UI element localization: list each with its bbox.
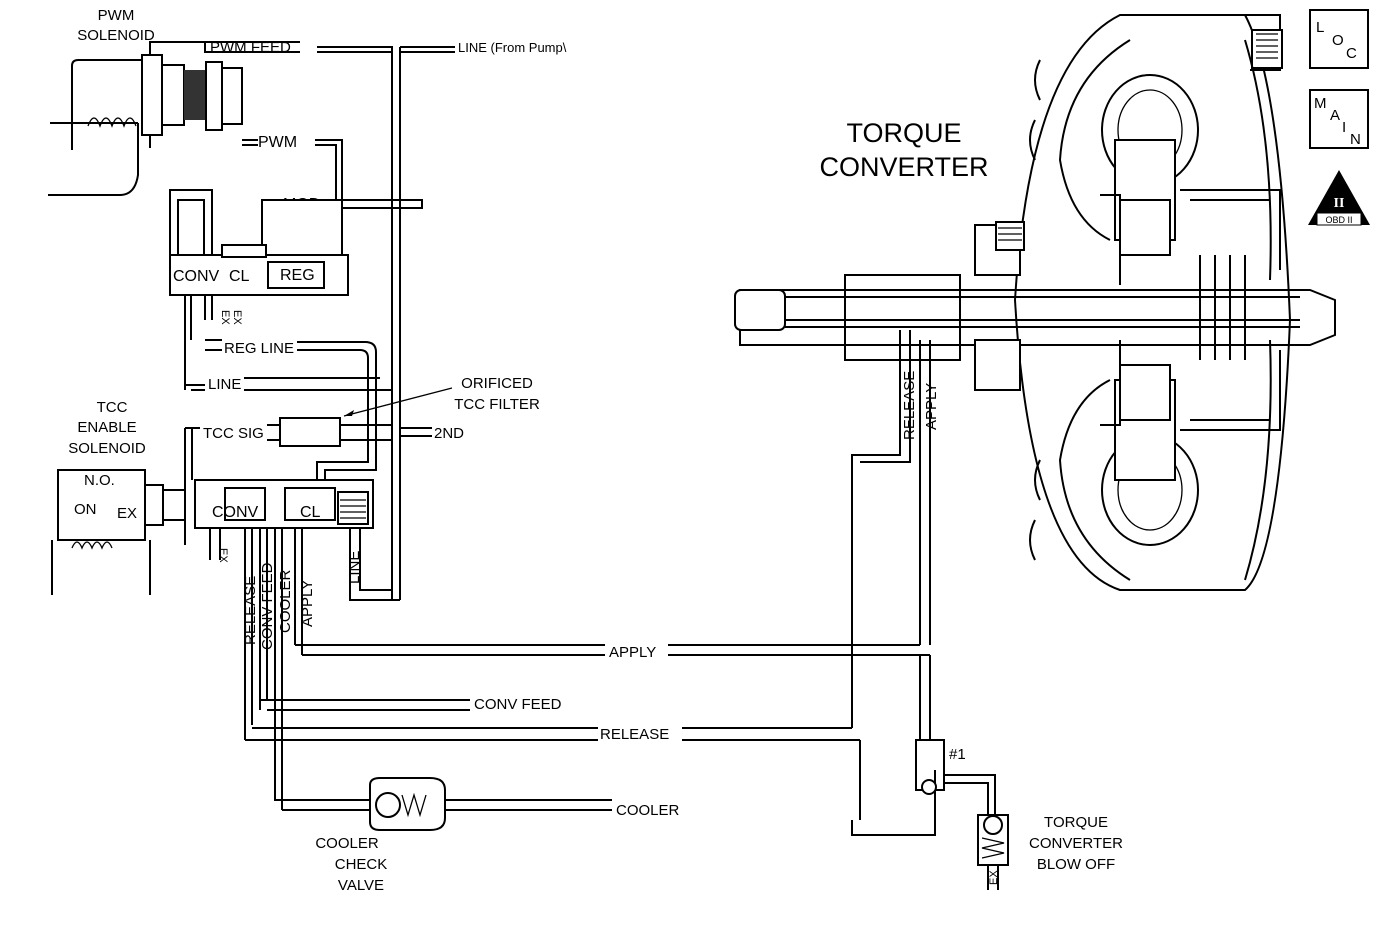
line-vertical-label: LINE	[346, 551, 363, 584]
apply-horizontal-label: APPLY	[609, 644, 656, 661]
apply-passage	[295, 644, 930, 656]
cooler-check-label-2: CHECK	[335, 856, 388, 873]
cooler-check-label-1: COOLER	[315, 835, 379, 852]
conv-feed-horizontal-label: CONV FEED	[474, 696, 562, 713]
reg-line-passages	[185, 339, 392, 490]
orificed-label-2: TCC FILTER	[454, 396, 540, 413]
pwm-solenoid	[48, 41, 243, 196]
obd-badge	[1308, 170, 1370, 226]
apply-tc-label: APPLY	[923, 383, 940, 430]
apply-vertical-label: APPLY	[299, 580, 316, 627]
check-ball-label: #1	[949, 746, 966, 763]
line-from-pump-label: LINE (From Pump\	[458, 40, 567, 55]
ex-label-2: EX	[231, 310, 243, 325]
pwm-solenoid-label-2: SOLENOID	[77, 27, 155, 44]
obd-label: OBD II	[1325, 215, 1352, 225]
tcc-valve	[194, 479, 400, 810]
on-label: ON	[74, 501, 97, 518]
ex-label-1: EX	[219, 310, 231, 325]
release-tc-label: RELEASE	[901, 371, 918, 440]
blow-off-label-2: CONVERTER	[1029, 835, 1123, 852]
release-passage	[245, 727, 860, 741]
reg-label: REG	[280, 267, 315, 284]
tcc-enable-label-1: TCC	[97, 399, 128, 416]
tcc-enable-label-3: SOLENOID	[68, 440, 146, 457]
tcc-enable-solenoid	[51, 427, 200, 595]
cooler-check-label-3: VALVE	[338, 877, 384, 894]
no-label: N.O.	[84, 472, 115, 489]
main-letter-i: I	[1342, 119, 1346, 136]
torque-converter-label-1: TORQUE	[846, 118, 961, 148]
tcc-sig-label: TCC SIG	[203, 425, 264, 442]
cl-label-2: CL	[300, 504, 321, 521]
ex-bottom-label: EX	[217, 548, 229, 563]
loc-letter-c: C	[1346, 45, 1357, 62]
release-vertical-label: RELEASE	[242, 576, 259, 645]
ex-solenoid-label: EX	[117, 505, 137, 522]
pwm-solenoid-label-1: PWM	[98, 7, 135, 24]
tcc-enable-label-2: ENABLE	[77, 419, 136, 436]
converter-feed-lines	[851, 330, 996, 836]
ex-blow-label: EX	[988, 870, 1000, 885]
torque-converter-label-2: CONVERTER	[819, 152, 988, 182]
blow-off-valve	[977, 814, 1009, 890]
conv-label: CONV	[173, 268, 220, 285]
cooler-horizontal-label: COOLER	[616, 802, 680, 819]
loc-letter-o: O	[1332, 32, 1344, 49]
cooler-vertical-label: COOLER	[277, 569, 294, 633]
cooler-check-valve	[274, 770, 612, 831]
main-letter-m: M	[1314, 95, 1327, 112]
pwm-label: PWM	[258, 134, 297, 151]
main-badge	[1309, 89, 1369, 149]
second-gear-label: 2ND	[434, 425, 464, 442]
reg-line-label: REG LINE	[224, 340, 294, 357]
regulator-valve	[169, 189, 349, 390]
orificed-label-1: ORIFICED	[461, 375, 533, 392]
cl-label: CL	[229, 268, 250, 285]
blow-off-label-3: BLOW OFF	[1037, 856, 1115, 873]
conv-feed-vertical-label: CONV FEED	[259, 562, 276, 650]
conv-feed-passage	[260, 699, 470, 711]
line-label-left: LINE	[208, 376, 241, 393]
main-letter-n: N	[1350, 131, 1361, 148]
torque-converter-drawing	[734, 14, 1336, 591]
release-horizontal-label: RELEASE	[600, 726, 669, 743]
pwm-feed-label: PWM FEED	[210, 39, 291, 56]
conv-label-2: CONV	[212, 504, 259, 521]
blow-off-label-1: TORQUE	[1044, 814, 1108, 831]
loc-letter-l: L	[1316, 19, 1324, 36]
obd-roman-label: II	[1334, 196, 1345, 211]
loc-badge	[1309, 9, 1369, 69]
main-letter-a: A	[1330, 107, 1340, 124]
orificed-tcc-filter	[267, 387, 453, 447]
